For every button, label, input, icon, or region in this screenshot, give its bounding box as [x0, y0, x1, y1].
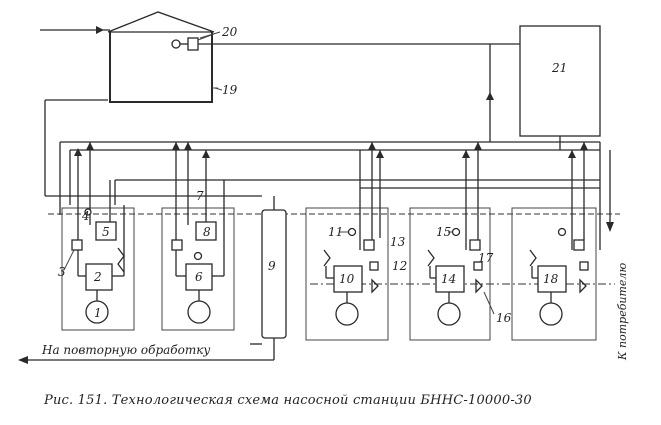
- label-7: 7: [196, 189, 204, 203]
- pump-unit-4: [409, 142, 491, 341]
- pump-unit-3: [305, 142, 389, 341]
- label-21: 21: [551, 61, 567, 75]
- label-12: 12: [392, 259, 407, 273]
- pump-unit-5: [511, 142, 597, 341]
- storage-tank: [107, 11, 218, 103]
- label-18: 18: [543, 272, 559, 286]
- figure-caption: Рис. 151. Технологическая схема насосной…: [43, 393, 532, 408]
- label-13: 13: [390, 235, 406, 249]
- label-6: 6: [195, 270, 203, 284]
- label-17: 17: [478, 251, 494, 265]
- control-unit: [519, 25, 601, 150]
- label-20: 20: [221, 25, 238, 39]
- retreatment-label: На повторную обработку: [41, 343, 210, 357]
- label-4: 4: [81, 209, 90, 223]
- label-8: 8: [203, 225, 211, 239]
- label-1: 1: [94, 306, 102, 320]
- label-10: 10: [339, 272, 355, 286]
- filter-column: [18, 196, 287, 364]
- label-19: 19: [222, 83, 238, 97]
- inlet-arrow: [40, 26, 110, 34]
- label-14: 14: [441, 272, 456, 286]
- main-header: [44, 44, 614, 250]
- float-valve: [171, 33, 520, 51]
- label-11: 11: [328, 225, 343, 239]
- component-labels: 1 2 3 4 5 6 7 8 9 10 11 12 13 14 15 16 1…: [58, 25, 567, 325]
- label-16: 16: [496, 311, 512, 325]
- to-distributor-label: К потребителю: [616, 263, 629, 361]
- label-2: 2: [93, 270, 102, 284]
- label-9: 9: [268, 259, 276, 273]
- label-15: 15: [436, 225, 451, 239]
- label-5: 5: [102, 225, 110, 239]
- leader-lines: [63, 31, 495, 315]
- pump-unit-2: [161, 142, 235, 331]
- pump-unit-1: [61, 142, 135, 331]
- label-3: 3: [58, 265, 66, 279]
